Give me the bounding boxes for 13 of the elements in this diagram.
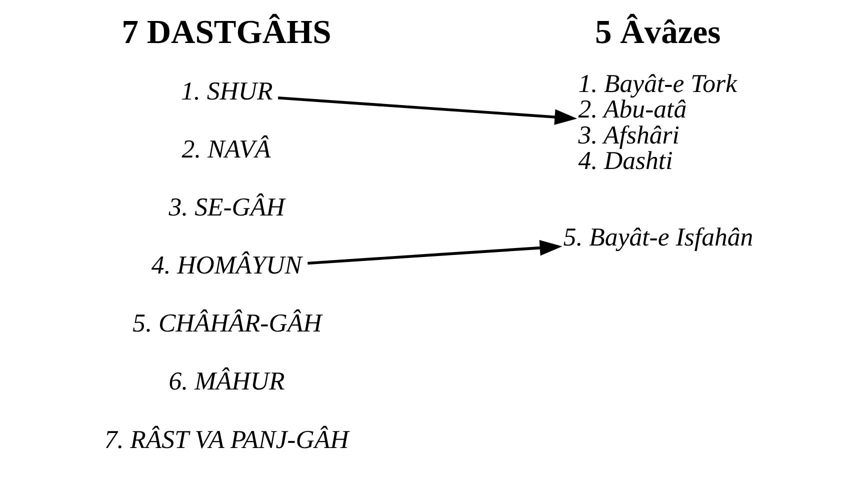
arrow [307, 240, 562, 265]
label: 5 Âvâzes [594, 14, 720, 52]
label: 5. CHÂHÂR-GÂH [132, 308, 322, 338]
node-text: 4. HOMÂYUN [150, 250, 302, 280]
label: 2. NAVÂ [181, 134, 270, 164]
label: 7 DASTGÂHS [121, 14, 331, 52]
label: 7. RÂST VA PANJ-GÂH [104, 424, 348, 454]
label: 3. SE-GÂH [168, 192, 284, 222]
node-text: 1. Bayât-e Tork 2. Abu-atâ 3. Afshâri 4. Dashti [578, 68, 736, 176]
node-text: 1. SHUR [180, 76, 272, 106]
node-text: 5. Bayât-e Isfahân [562, 222, 753, 252]
label: 6. MÂHUR [168, 366, 284, 396]
arrow [277, 96, 577, 125]
